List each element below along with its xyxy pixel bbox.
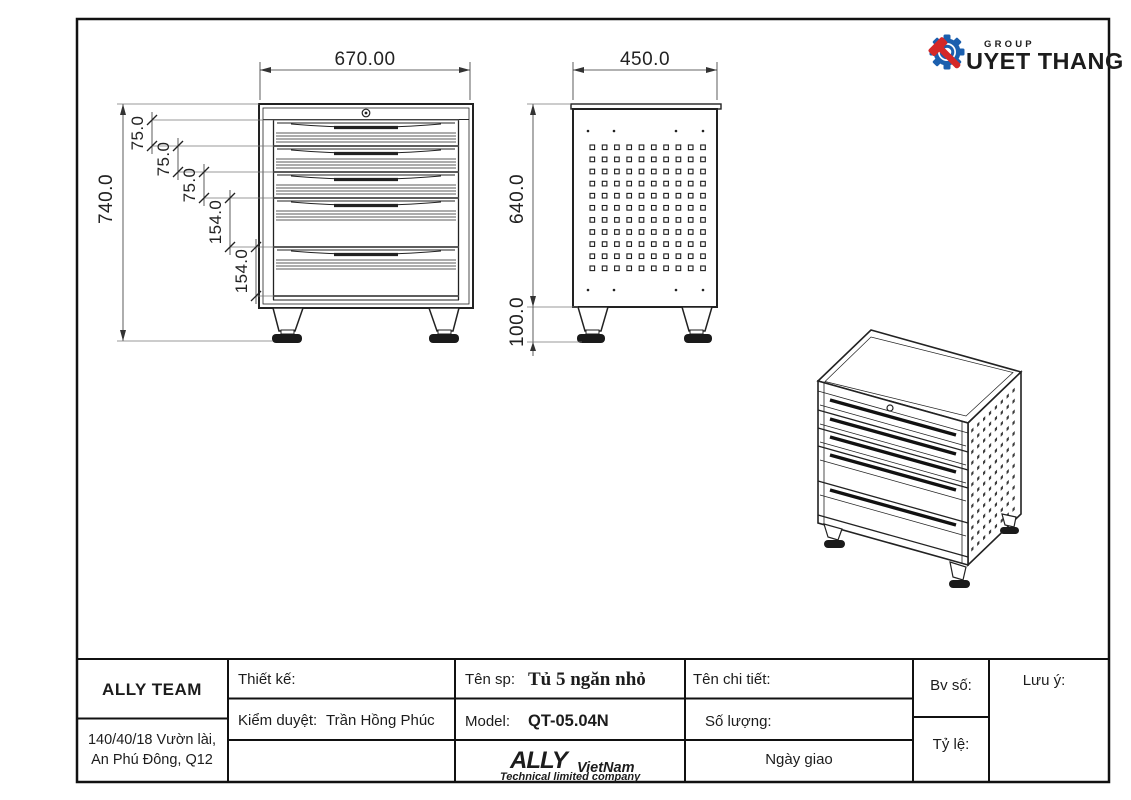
scale-label: Tỷ lệ: [933, 736, 970, 753]
model-value: QT-05.04N [528, 712, 609, 730]
drawer-fronts [276, 122, 456, 270]
delivery-label: Ngày giao [765, 751, 833, 768]
drawer4-dim: 154.0 [206, 200, 225, 245]
title-block: ALLY TEAM 140/40/18 Vườn lài, An Phú Đôn… [76, 658, 1110, 783]
lock-icon [361, 108, 371, 118]
drawer5-dim: 154.0 [232, 249, 251, 294]
iso-perforation [971, 387, 1015, 552]
ally-vietnam-logo: ALLY VietNam Technical limited company [500, 747, 641, 783]
drawer1-dim: 75.0 [128, 116, 147, 151]
product-value: Tủ 5 ngăn nhỏ [528, 669, 646, 690]
quantity-label: Số lượng: [705, 713, 772, 730]
drawer2-dim: 75.0 [154, 142, 173, 177]
model-label: Model: [465, 713, 510, 730]
front-width-dim: 670.00 [334, 49, 395, 70]
brand-logo: GROUP UYET THANG [928, 34, 1124, 74]
ally-logo-text: ALLY [509, 747, 570, 774]
front-legs [272, 307, 460, 343]
side-leg-height-dim: 100.0 [507, 297, 528, 347]
company-address-line1: 140/40/18 Vườn lài, [88, 732, 216, 748]
vietnam-logo-text: VietNam [577, 760, 635, 776]
drawing-no-label: Bv số: [930, 677, 972, 694]
side-width-dim: 450.0 [620, 49, 670, 70]
sheet-border [75, 17, 1111, 784]
brand-name: UYET THANG [966, 48, 1124, 74]
brand-group-label: GROUP [984, 39, 1035, 50]
iso-handles [829, 398, 957, 527]
front-view [258, 103, 474, 343]
company-team: ALLY TEAM [102, 680, 202, 699]
side-legs [577, 306, 713, 343]
note-label: Lưu ý: [1023, 672, 1066, 689]
logo-tagline: Technical limited company [500, 771, 641, 783]
rivet-dots [586, 129, 705, 292]
isometric-view [816, 329, 1023, 588]
iso-lock-icon [886, 404, 894, 412]
side-view [570, 103, 722, 343]
side-body-height-dim: 640.0 [507, 174, 528, 224]
side-view-dimensions [527, 62, 718, 356]
front-view-dimensions [117, 62, 471, 342]
gear-icon [928, 34, 965, 70]
approve-value: Trần Hồng Phúc [326, 712, 435, 729]
drawer3-dim: 75.0 [180, 168, 199, 203]
detail-label: Tên chi tiết: [693, 671, 771, 688]
iso-legs [823, 513, 1019, 588]
perforation-grid [589, 144, 706, 272]
front-height-dim: 740.0 [96, 174, 117, 224]
hammer-icon [928, 37, 961, 69]
design-label: Thiết kế: [238, 671, 296, 688]
company-address-line2: An Phú Đông, Q12 [91, 752, 213, 768]
product-label: Tên sp: [465, 671, 515, 688]
approve-label: Kiểm duyệt: [238, 712, 317, 729]
